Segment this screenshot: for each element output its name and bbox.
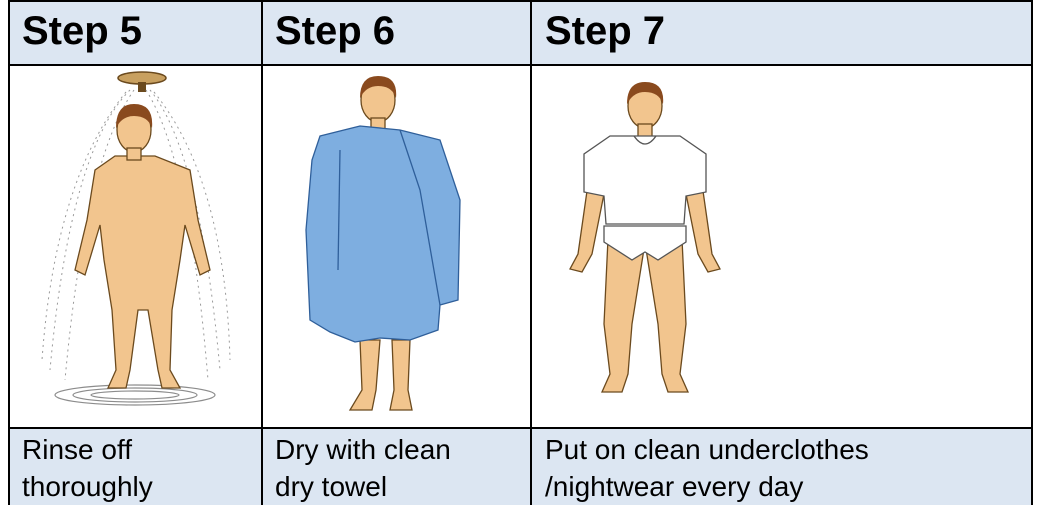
person-in-underclothes-figure (560, 74, 730, 414)
step7-caption-line1: Put on clean underclothes (545, 431, 869, 468)
step6-caption: Dry with clean dry towel (275, 431, 451, 505)
person-body (75, 108, 210, 388)
water-puddle (55, 385, 215, 405)
step7-caption: Put on clean underclothes /nightwear eve… (545, 431, 869, 505)
table-border-right (1031, 0, 1033, 505)
step7-caption-line2: /nightwear every day (545, 468, 869, 505)
step6-caption-line2: dry towel (275, 468, 451, 505)
step5-header: Step 5 (22, 7, 142, 55)
table-border-left (8, 0, 10, 505)
shower-head-icon (118, 72, 166, 92)
person-with-towel-figure (300, 70, 480, 420)
step6-caption-line1: Dry with clean (275, 431, 451, 468)
step5-caption-line2: thoroughly (22, 468, 153, 505)
step5-caption-line1: Rinse off (22, 431, 153, 468)
caption-divider (8, 427, 1033, 429)
step5-caption: Rinse off thoroughly (22, 431, 153, 505)
column-divider-1 (261, 0, 263, 505)
header-divider (8, 64, 1033, 66)
column-divider-2 (530, 0, 532, 505)
table-border-top (8, 0, 1033, 2)
towel (306, 126, 460, 342)
step6-header: Step 6 (275, 7, 395, 55)
undershirt (584, 136, 706, 224)
person-showering-figure (30, 70, 240, 420)
step7-header: Step 7 (545, 7, 665, 55)
